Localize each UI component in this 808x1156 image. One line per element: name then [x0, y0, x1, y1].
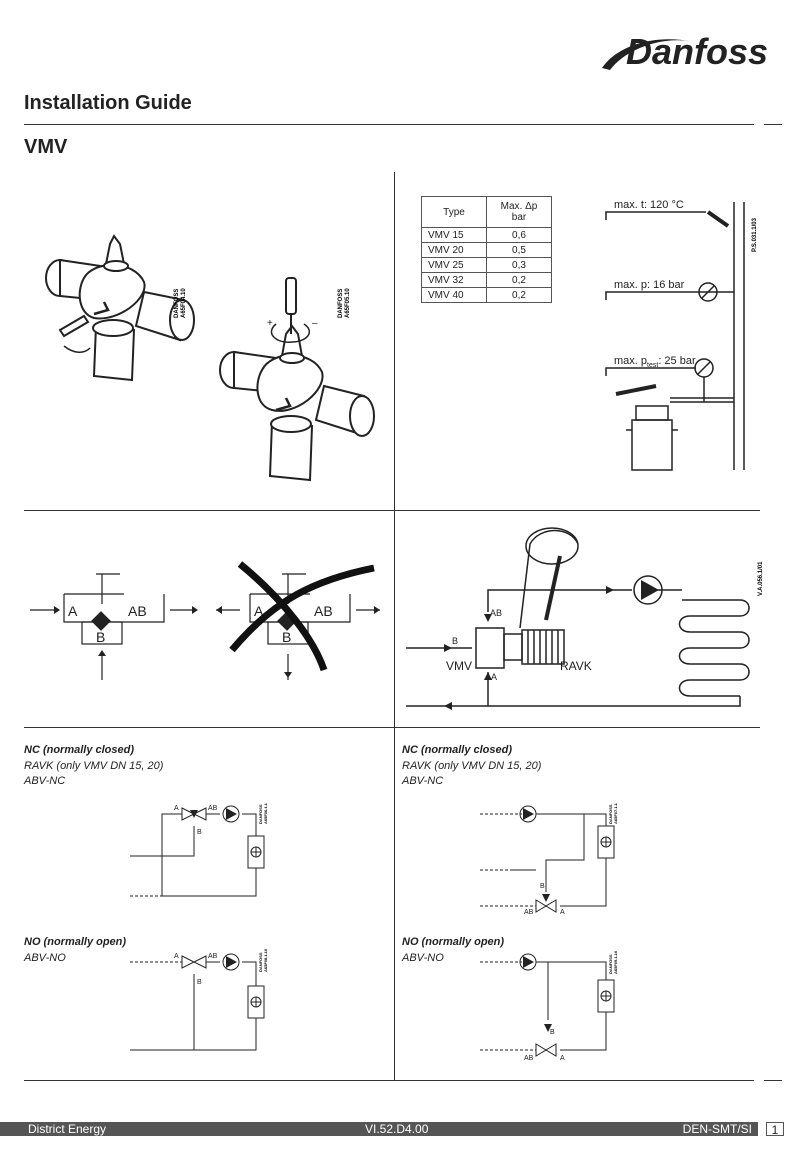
svg-text:A: A [560, 909, 565, 916]
heating-system-diagram: AB B A VMV RAVK V.A.056.1/01 [406, 527, 764, 710]
cross-out-icon [229, 561, 375, 672]
nc-right-line2: ABV-NC [402, 775, 444, 787]
no-left-line1: ABV-NO [24, 952, 66, 964]
thermometer-icon [706, 210, 730, 228]
svg-text:AB: AB [208, 953, 218, 960]
pressure-limits-diagram: max. t: 120 °C max. p: 16 bar max. ptest… [605, 199, 758, 471]
svg-text:A65F08.1.10: A65F08.1.10 [263, 948, 268, 972]
svg-text:Danfoss: Danfoss [626, 31, 768, 72]
svg-text:A65F09.1.10: A65F09.1.10 [613, 950, 618, 974]
footer-bar: District Energy VI.52.D4.00 DEN-SMT/SI [0, 1122, 758, 1136]
svg-text:AB: AB [524, 909, 534, 916]
svg-text:DANFOSS: DANFOSS [608, 954, 613, 974]
svg-text:B: B [452, 636, 458, 646]
svg-text:A: A [254, 603, 264, 619]
svg-text:A: A [174, 805, 179, 812]
danfoss-logo: Danfoss [602, 31, 768, 72]
row-divider-1 [24, 510, 760, 511]
footer-left: District Energy [28, 1122, 107, 1136]
svg-text:B: B [197, 979, 202, 986]
svg-text:–: – [312, 318, 318, 329]
svg-text:AB: AB [128, 603, 147, 619]
pump-handle-icon [615, 384, 657, 396]
svg-text:A65F06.1.1: A65F06.1.1 [263, 802, 268, 824]
svg-text:B: B [550, 1029, 555, 1036]
nc-left-line2: ABV-NC [24, 775, 66, 787]
product-title: VMV [24, 136, 68, 158]
bottom-rule [24, 1080, 754, 1081]
flow-direction-diagrams: A AB B A AB B [30, 561, 380, 680]
svg-text:RAVK: RAVK [560, 659, 592, 673]
footer-center: VI.52.D4.00 [365, 1122, 429, 1136]
table-header-type: Type [421, 196, 487, 228]
svg-text:A: A [560, 1055, 565, 1062]
page-number: 1 [766, 1122, 784, 1137]
center-divider [394, 172, 395, 1080]
svg-text:DANFOSS: DANFOSS [608, 804, 613, 824]
svg-text:A65F07.1.1: A65F07.1.1 [613, 802, 618, 824]
svg-text:A: A [68, 603, 78, 619]
svg-text:AB: AB [208, 805, 218, 812]
svg-text:B: B [540, 883, 545, 890]
svg-text:A65F04.10: A65F04.10 [181, 288, 187, 318]
nc-right-line1: RAVK (only VMV DN 15, 20) [402, 760, 542, 772]
svg-text:max. t: 120 °C: max. t: 120 °C [614, 199, 684, 211]
svg-text:DANFOSS: DANFOSS [338, 289, 344, 318]
svg-text:V.A.056.1/01: V.A.056.1/01 [758, 561, 764, 596]
no-left-heading: NO (normally open) [24, 936, 127, 948]
bottom-rule-end [764, 1080, 782, 1081]
header-rule-end [764, 124, 782, 125]
nc-right-heading: NC (normally closed) [402, 744, 513, 756]
footer-right: DEN-SMT/SI [682, 1122, 752, 1136]
no-right-heading: NO (normally open) [402, 936, 505, 948]
svg-text:B: B [197, 829, 202, 836]
header-rule [24, 124, 754, 125]
no-right-line1: ABV-NO [402, 952, 444, 964]
svg-text:VMV: VMV [446, 659, 472, 673]
svg-text:+: + [267, 318, 273, 329]
svg-text:A65F05.10: A65F05.10 [345, 288, 351, 318]
valve-illustrations: + – DANFOSS A65F04.10 DANFOSS A65F05.10 [45, 234, 375, 482]
row-divider-2 [24, 727, 760, 728]
svg-text:AB: AB [314, 603, 333, 619]
svg-text:B: B [282, 629, 291, 645]
nc-left-line1: RAVK (only VMV DN 15, 20) [24, 760, 164, 772]
svg-text:DANFOSS: DANFOSS [174, 289, 180, 318]
svg-text:P.S.031.1/03: P.S.031.1/03 [752, 217, 758, 252]
svg-text:AB: AB [524, 1055, 534, 1062]
svg-text:A: A [174, 953, 179, 960]
svg-text:A: A [491, 672, 497, 682]
svg-text:DANFOSS: DANFOSS [258, 804, 263, 824]
nc-left-heading: NC (normally closed) [24, 744, 135, 756]
svg-text:B: B [96, 629, 105, 645]
svg-text:max. p: 16 bar: max. p: 16 bar [614, 279, 685, 291]
svg-text:max. ptest: 25 bar: max. ptest: 25 bar [614, 355, 696, 369]
svg-text:DANFOSS: DANFOSS [258, 952, 263, 972]
page-title: Installation Guide [24, 92, 192, 114]
svg-text:AB: AB [490, 608, 502, 618]
